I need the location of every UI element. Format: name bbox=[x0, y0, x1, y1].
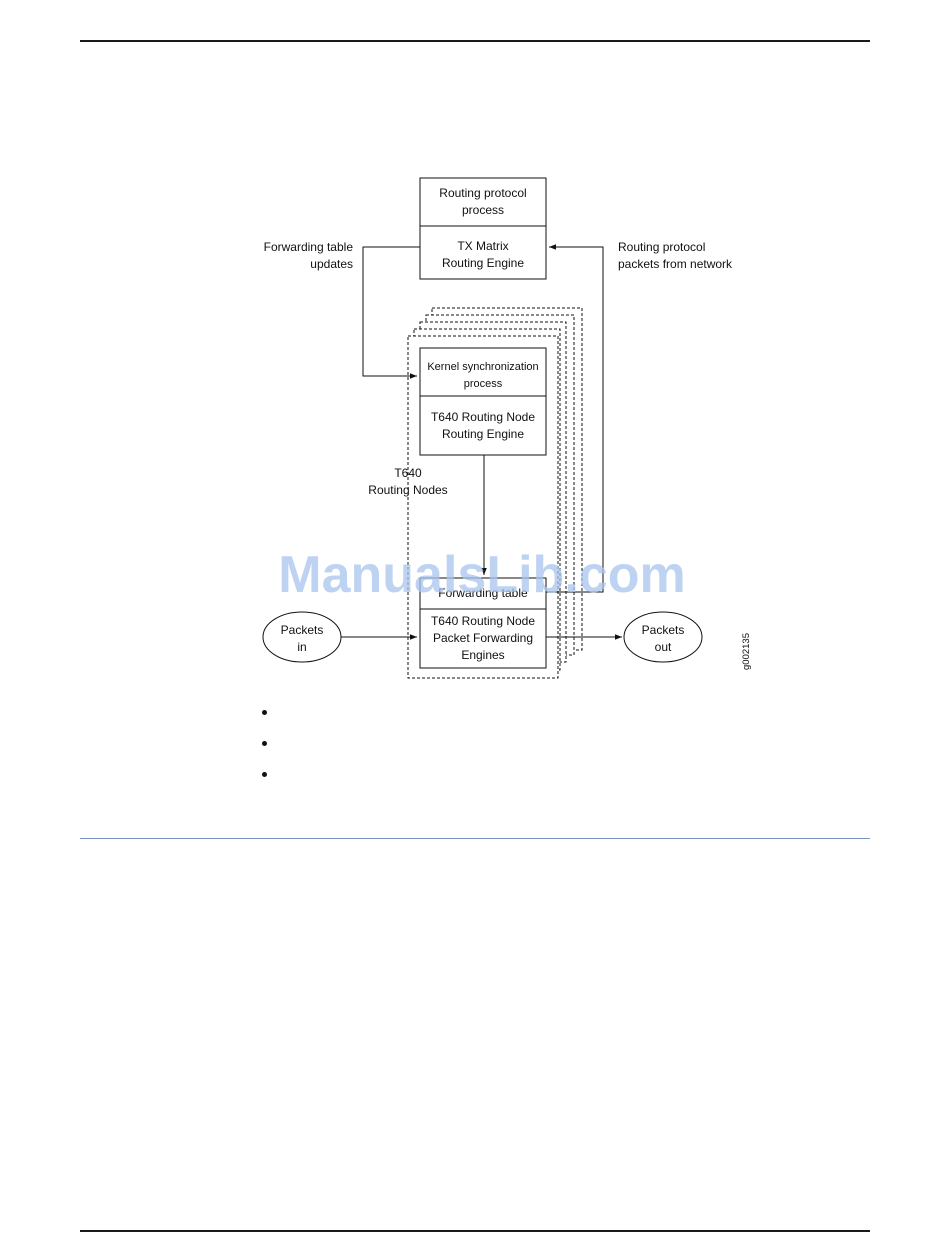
t640-pfe-label-2: Packet Forwarding bbox=[433, 631, 533, 645]
routing-protocol-process-label-2: process bbox=[462, 203, 504, 217]
figure-id-label: g002135 bbox=[741, 633, 752, 670]
header-rule bbox=[80, 40, 870, 42]
packets-in-label-1: Packets bbox=[281, 623, 324, 637]
packets-out-oval bbox=[623, 611, 703, 663]
t640-re-label-2: Routing Engine bbox=[442, 427, 524, 441]
forwarding-table-updates-line bbox=[362, 246, 420, 379]
t640-pfe-label-3: Engines bbox=[461, 648, 504, 662]
packets-out-label-1: Packets bbox=[642, 623, 685, 637]
forwarding-table-updates-label-1: Forwarding table bbox=[264, 240, 354, 254]
bullet-3 bbox=[262, 772, 267, 777]
routing-architecture-diagram: Routing protocol process TX Matrix Routi… bbox=[262, 177, 752, 679]
kernel-sync-label-2: process bbox=[464, 378, 503, 390]
t640-routing-nodes-label-2: Routing Nodes bbox=[368, 483, 447, 497]
t640-pfe-label-1: T640 Routing Node bbox=[431, 614, 535, 628]
t640-routing-nodes-label-1: T640 bbox=[394, 466, 422, 480]
protocol-packets-line bbox=[546, 244, 604, 593]
section-divider bbox=[80, 838, 870, 839]
routing-protocol-packets-label-2: packets from network bbox=[618, 257, 733, 271]
footer-rule bbox=[80, 1230, 870, 1232]
forwarding-table-updates-label-2: updates bbox=[310, 257, 353, 271]
routing-protocol-process-label-1: Routing protocol bbox=[439, 186, 526, 200]
tx-matrix-label-2: Routing Engine bbox=[442, 256, 524, 270]
forwarding-table-label: Forwarding table bbox=[438, 586, 528, 600]
kernel-sync-process-box bbox=[419, 347, 547, 397]
t640-pfe-box bbox=[419, 608, 547, 669]
bullet-1 bbox=[262, 710, 267, 715]
tx-matrix-routing-engine-box bbox=[419, 225, 547, 280]
kernel-sync-label-1: Kernel synchronization bbox=[427, 361, 538, 373]
bullet-2 bbox=[262, 741, 267, 746]
manualslib-watermark: ManualsLib.com bbox=[278, 546, 685, 604]
t640-re-label-1: T640 Routing Node bbox=[431, 410, 535, 424]
packets-out-label-2: out bbox=[655, 640, 672, 654]
packets-in-oval bbox=[262, 611, 342, 663]
routing-protocol-packets-label-1: Routing protocol bbox=[618, 240, 705, 254]
t640-routing-engine-box bbox=[419, 395, 547, 456]
forwarding-table-box bbox=[419, 577, 547, 610]
packets-in-label-2: in bbox=[297, 640, 306, 654]
tx-matrix-label-1: TX Matrix bbox=[457, 239, 508, 253]
routing-protocol-process-box bbox=[419, 177, 547, 227]
